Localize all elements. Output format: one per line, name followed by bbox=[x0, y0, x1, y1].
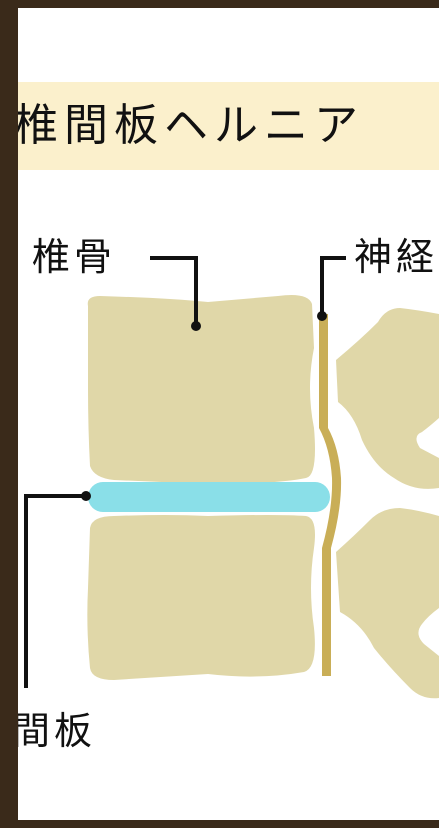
vertebra-leader-dot bbox=[191, 321, 201, 331]
label-disc: 間板 bbox=[18, 709, 97, 753]
title-band: 椎間板ヘルニア bbox=[18, 82, 439, 170]
lower-vertebra-process bbox=[336, 508, 439, 699]
label-nerve: 神経 bbox=[354, 235, 439, 279]
page-title: 椎間板ヘルニア bbox=[18, 100, 364, 151]
label-vertebra: 椎骨 bbox=[32, 235, 117, 279]
upper-vertebra-process bbox=[336, 308, 439, 489]
nerve-leader-dot bbox=[317, 311, 327, 321]
disc-leader-dot bbox=[81, 491, 91, 501]
spine-diagram bbox=[24, 256, 439, 699]
disc-leader-line bbox=[24, 494, 86, 688]
nerve-leader-line bbox=[320, 256, 346, 316]
upper-vertebra bbox=[87, 295, 315, 484]
vertebra-leader-line bbox=[150, 256, 198, 326]
diagram-panel: 椎間板ヘルニア 椎骨 神経 間板 bbox=[18, 8, 439, 820]
lower-vertebra bbox=[87, 515, 315, 680]
nerve-shape bbox=[319, 314, 342, 676]
intervertebral-disc bbox=[88, 482, 330, 512]
